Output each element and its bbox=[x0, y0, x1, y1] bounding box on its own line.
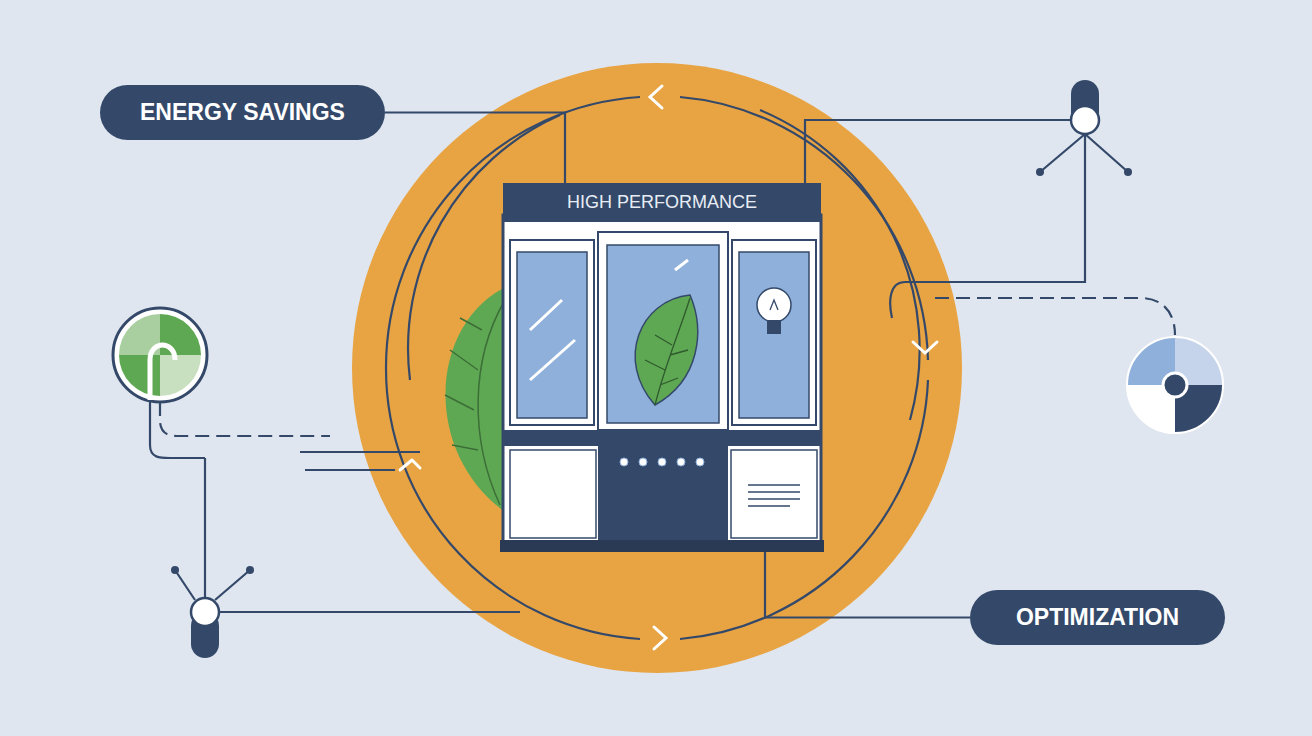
wires bbox=[150, 120, 1175, 612]
node-text: ENERGY SAVINGS bbox=[140, 99, 345, 126]
device-illustration bbox=[500, 215, 824, 552]
chevrons bbox=[400, 86, 937, 649]
connector-line bbox=[385, 113, 565, 184]
connector-line bbox=[765, 552, 970, 618]
node-text: HIGH PERFORMANCE bbox=[503, 183, 821, 222]
leaf bbox=[445, 285, 510, 512]
orange-disc bbox=[352, 63, 962, 673]
pill-label: OPTIMIZATION bbox=[970, 590, 1225, 645]
device-header: HIGH PERFORMANCE bbox=[503, 183, 821, 227]
network-node-icons bbox=[171, 80, 1132, 658]
pill-label: ENERGY SAVINGS bbox=[100, 85, 385, 140]
pie-icon-right bbox=[1127, 337, 1223, 433]
node-text: OPTIMIZATION bbox=[1016, 604, 1179, 631]
pie-icon-left bbox=[113, 308, 207, 402]
cycle-ring bbox=[386, 97, 928, 639]
